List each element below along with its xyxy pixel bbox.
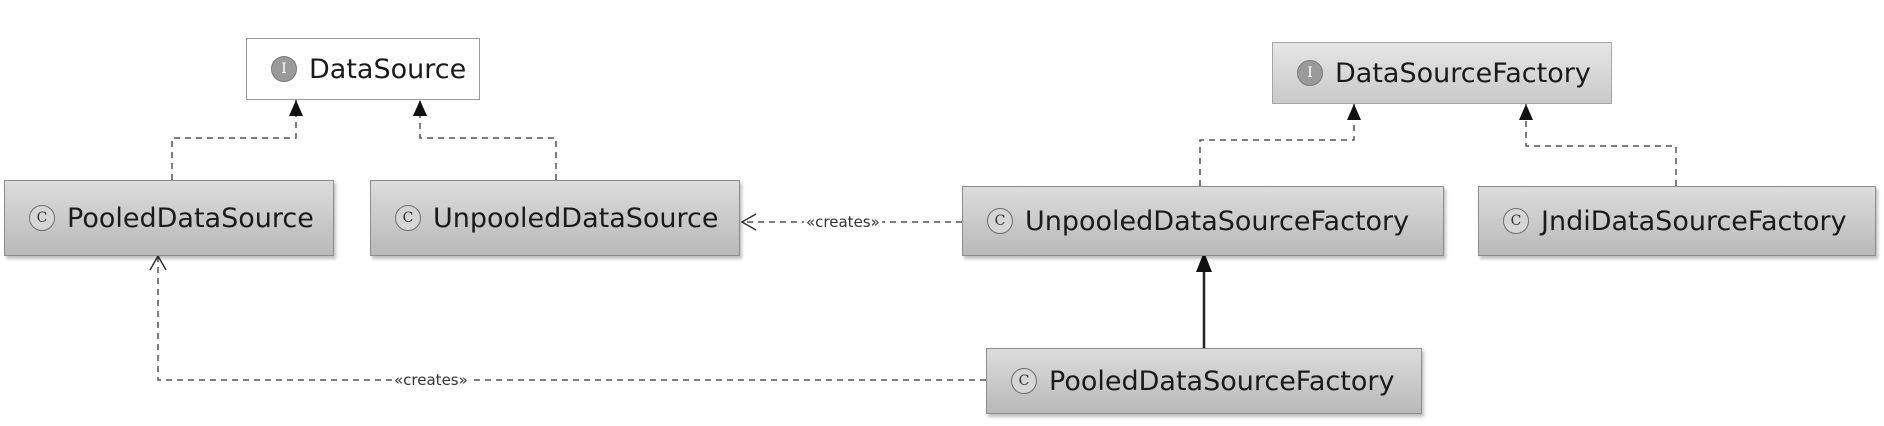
arrowhead-unpooled-factory-impl bbox=[1347, 104, 1361, 120]
interface-datasource[interactable]: I DataSource bbox=[246, 38, 480, 100]
class-pooled-datasource-factory[interactable]: C PooledDataSourceFactory bbox=[986, 348, 1422, 414]
class-pooled-datasource[interactable]: C PooledDataSource bbox=[4, 180, 334, 256]
edge-unpooled-factory-implements bbox=[1199, 104, 1355, 186]
class-jndi-datasource-factory[interactable]: C JndiDataSourceFactory bbox=[1478, 186, 1876, 256]
class-unpooled-datasource-factory[interactable]: C UnpooledDataSourceFactory bbox=[962, 186, 1444, 256]
arrowhead-pooled-impl bbox=[289, 100, 303, 116]
class-icon: C bbox=[1011, 368, 1037, 394]
edge-creates-pooled bbox=[157, 256, 986, 381]
class-icon: C bbox=[395, 205, 421, 231]
node-label-jndi-datasource-factory: JndiDataSourceFactory bbox=[1541, 205, 1847, 237]
interface-icon: I bbox=[1297, 60, 1323, 86]
class-icon: C bbox=[29, 205, 55, 231]
class-icon: C bbox=[987, 208, 1013, 234]
node-label-unpooled-datasource-factory: UnpooledDataSourceFactory bbox=[1025, 205, 1410, 237]
edge-jndi-factory-implements bbox=[1525, 104, 1677, 186]
creates-label-unpooled: «creates» bbox=[804, 213, 882, 231]
class-icon: C bbox=[1503, 208, 1529, 234]
node-label-datasource: DataSource bbox=[309, 53, 467, 85]
edge-unpooled-datasource-implements bbox=[419, 100, 557, 180]
node-label-pooled-datasource-factory: PooledDataSourceFactory bbox=[1049, 365, 1395, 397]
node-label-pooled-datasource: PooledDataSource bbox=[67, 202, 314, 234]
class-unpooled-datasource[interactable]: C UnpooledDataSource bbox=[370, 180, 740, 256]
creates-label-pooled: «creates» bbox=[392, 371, 470, 389]
arrowhead-pooled-factory-extends bbox=[1196, 252, 1212, 272]
interface-icon: I bbox=[271, 56, 297, 82]
arrowhead-unpooled-impl bbox=[413, 100, 427, 116]
node-label-unpooled-datasource: UnpooledDataSource bbox=[433, 202, 719, 234]
edge-pooled-datasource-implements bbox=[171, 100, 297, 180]
arrowhead-creates-unpooled bbox=[740, 213, 757, 231]
node-label-datasource-factory: DataSourceFactory bbox=[1335, 57, 1591, 89]
interface-datasource-factory[interactable]: I DataSourceFactory bbox=[1272, 42, 1612, 104]
arrowhead-creates-pooled bbox=[149, 254, 167, 271]
arrowhead-jndi-factory-impl bbox=[1519, 104, 1533, 120]
